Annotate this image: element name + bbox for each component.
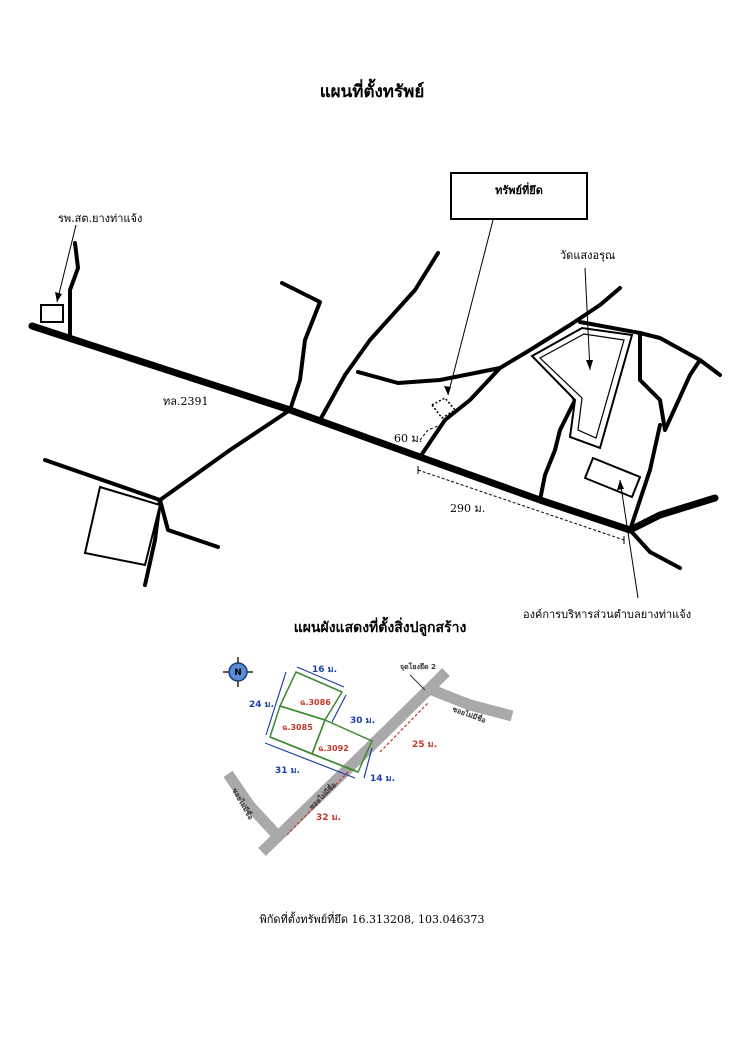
coordinates-text: พิกัดที่ตั้งทรัพย์ที่ยึด 16.313208, 103.… bbox=[259, 913, 485, 926]
hospital-label: รพ.สต.ยางท่าแจ้ง bbox=[58, 212, 142, 225]
tao-arrow bbox=[619, 479, 639, 599]
dist-290-label: 290 ม. bbox=[450, 502, 485, 515]
dim-60-line bbox=[419, 425, 439, 441]
hospital-building bbox=[40, 304, 64, 323]
seized-property-box bbox=[450, 172, 588, 220]
plan-title: แผนผังแสดงที่ตั้งสิ่งปลูกสร้าง bbox=[293, 620, 467, 636]
southwest-parcel bbox=[83, 485, 162, 567]
road-north-1 bbox=[280, 281, 322, 412]
road-east-1 bbox=[578, 320, 722, 377]
hospital-arrow bbox=[56, 224, 77, 303]
dim-290-line bbox=[417, 469, 625, 541]
page-title: แผนที่ตั้งทรัพย์ bbox=[319, 82, 425, 102]
dist-60-label: 60 ม. bbox=[394, 432, 422, 445]
road-southeast bbox=[628, 528, 682, 570]
hospital-road bbox=[68, 241, 80, 337]
highway-label: ทล.2391 bbox=[163, 395, 208, 408]
tao-building bbox=[583, 456, 642, 499]
road-temple-link bbox=[498, 286, 622, 370]
road-east-2 bbox=[638, 331, 702, 432]
seized-property-label: ทรัพย์ที่ยึด bbox=[495, 182, 543, 197]
road-west-branch bbox=[43, 458, 220, 549]
seized-property-marker bbox=[430, 397, 457, 419]
road-north-2 bbox=[318, 251, 440, 422]
temple-grounds bbox=[530, 326, 634, 450]
road-east-3 bbox=[628, 423, 662, 532]
temple-label: วัดแสงอรุณ bbox=[560, 249, 615, 262]
seized-arrow bbox=[447, 219, 494, 396]
highway-east bbox=[626, 494, 719, 534]
temple-arrow bbox=[584, 267, 591, 371]
tao-label: องค์การบริหารส่วนตำบลยางท่าแจ้ง bbox=[523, 608, 691, 621]
road-southwest bbox=[158, 408, 292, 502]
